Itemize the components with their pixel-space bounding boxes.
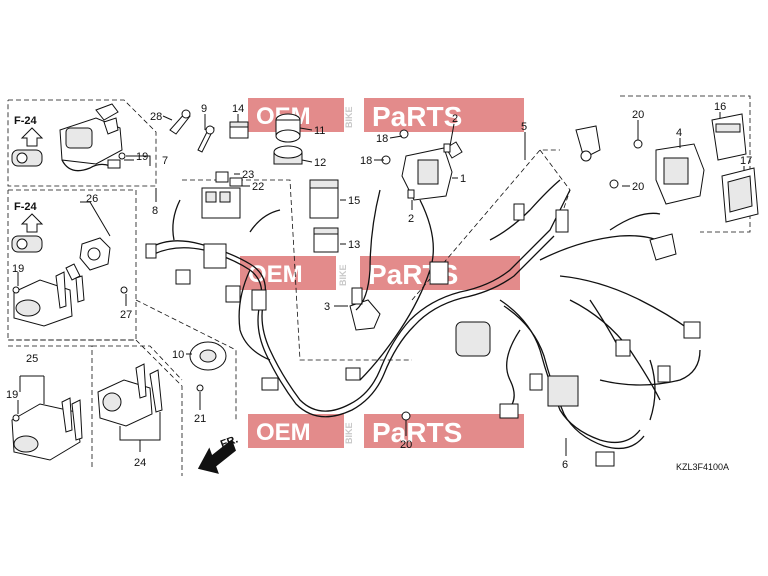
callout-16: 16 <box>714 101 726 113</box>
fuse-28 <box>169 109 191 135</box>
callout-23: 23 <box>242 169 254 181</box>
callout-20-bottom: 20 <box>400 439 412 451</box>
harness-connectors <box>145 203 701 467</box>
main-wire-harness <box>149 179 701 450</box>
watermark-middle: OEM BIKE PaRTS <box>240 256 520 290</box>
callout-2-mid: 2 <box>408 213 414 225</box>
ref-f24-mid: F-24 <box>11 201 44 253</box>
horn-10 <box>189 341 227 371</box>
ref-f24-top: F-24 <box>11 115 44 167</box>
callout-25: 25 <box>26 353 38 365</box>
watermark-bottom-side: BIKE <box>344 422 354 444</box>
callout-20-top: 20 <box>632 109 644 121</box>
callout-19-mid: 19 <box>12 263 24 275</box>
watermark-middle-side: BIKE <box>338 264 348 286</box>
callout-7: 7 <box>162 155 168 167</box>
callouts: 28 9 14 11 12 18 2 18 1 5 20 4 16 17 20 … <box>6 101 752 471</box>
ignition-switch-top <box>59 103 123 172</box>
callout-13: 13 <box>348 239 360 251</box>
fuse-box-22-23 <box>201 171 243 219</box>
rubber-mount-12 <box>273 145 303 165</box>
relay-15 <box>309 179 339 219</box>
callout-22: 22 <box>252 181 264 193</box>
callout-9: 9 <box>201 103 207 115</box>
callout-8: 8 <box>152 205 158 217</box>
callout-24: 24 <box>134 457 146 469</box>
callout-28: 28 <box>150 111 162 123</box>
leader-lines <box>17 112 745 456</box>
flasher-11 <box>275 113 301 143</box>
watermark-top-side: BIKE <box>344 106 354 128</box>
callout-18-mid: 18 <box>360 155 372 167</box>
watermark-bottom-left: OEM <box>256 419 311 446</box>
callout-17: 17 <box>740 155 752 167</box>
callout-26: 26 <box>86 193 98 205</box>
ignition-switch-mid <box>13 237 111 327</box>
callout-14: 14 <box>232 103 244 115</box>
diagram-code: KZL3F4100A <box>676 462 729 472</box>
ref-f24-top-label: F-24 <box>14 115 38 127</box>
callout-5: 5 <box>521 121 527 133</box>
watermark-top: OEM BIKE PaRTS <box>248 98 524 132</box>
callout-1: 1 <box>460 173 466 185</box>
watermark-bottom-right: PaRTS <box>372 417 462 448</box>
callout-27: 27 <box>120 309 132 321</box>
callout-19-bottom: 19 <box>6 389 18 401</box>
ref-f24-mid-label: F-24 <box>14 201 38 213</box>
callout-4: 4 <box>676 127 682 139</box>
callout-11: 11 <box>314 125 325 137</box>
relay-13 <box>313 227 339 253</box>
callout-18-top: 18 <box>376 133 388 145</box>
ignition-switch-bottom <box>11 397 83 461</box>
front-direction-indicator: FR. <box>197 433 240 474</box>
callout-3: 3 <box>324 301 330 313</box>
front-direction-label: FR. <box>219 433 240 450</box>
callout-12: 12 <box>314 157 326 169</box>
ignition-switch-24 <box>97 363 163 427</box>
callout-19-top: 19 <box>136 151 148 163</box>
cable-boot-5 <box>575 125 601 162</box>
module-17 <box>721 167 759 223</box>
regulator-4 <box>655 143 705 205</box>
watermark-bottom: OEM BIKE PaRTS <box>248 414 524 448</box>
watermark-top-right: PaRTS <box>372 101 462 132</box>
callout-10: 10 <box>172 349 184 361</box>
callout-6: 6 <box>562 459 568 471</box>
callout-15: 15 <box>348 195 360 207</box>
callout-20-right: 20 <box>632 181 644 193</box>
module-16 <box>711 113 747 161</box>
relay-14 <box>229 121 249 139</box>
spark-plug-cap-3 <box>349 287 381 331</box>
group-outlines <box>7 95 751 476</box>
watermark-middle-left: OEM <box>248 261 303 288</box>
callout-2-top: 2 <box>452 113 458 125</box>
fuse-9 <box>197 125 215 153</box>
callout-21: 21 <box>194 413 206 425</box>
